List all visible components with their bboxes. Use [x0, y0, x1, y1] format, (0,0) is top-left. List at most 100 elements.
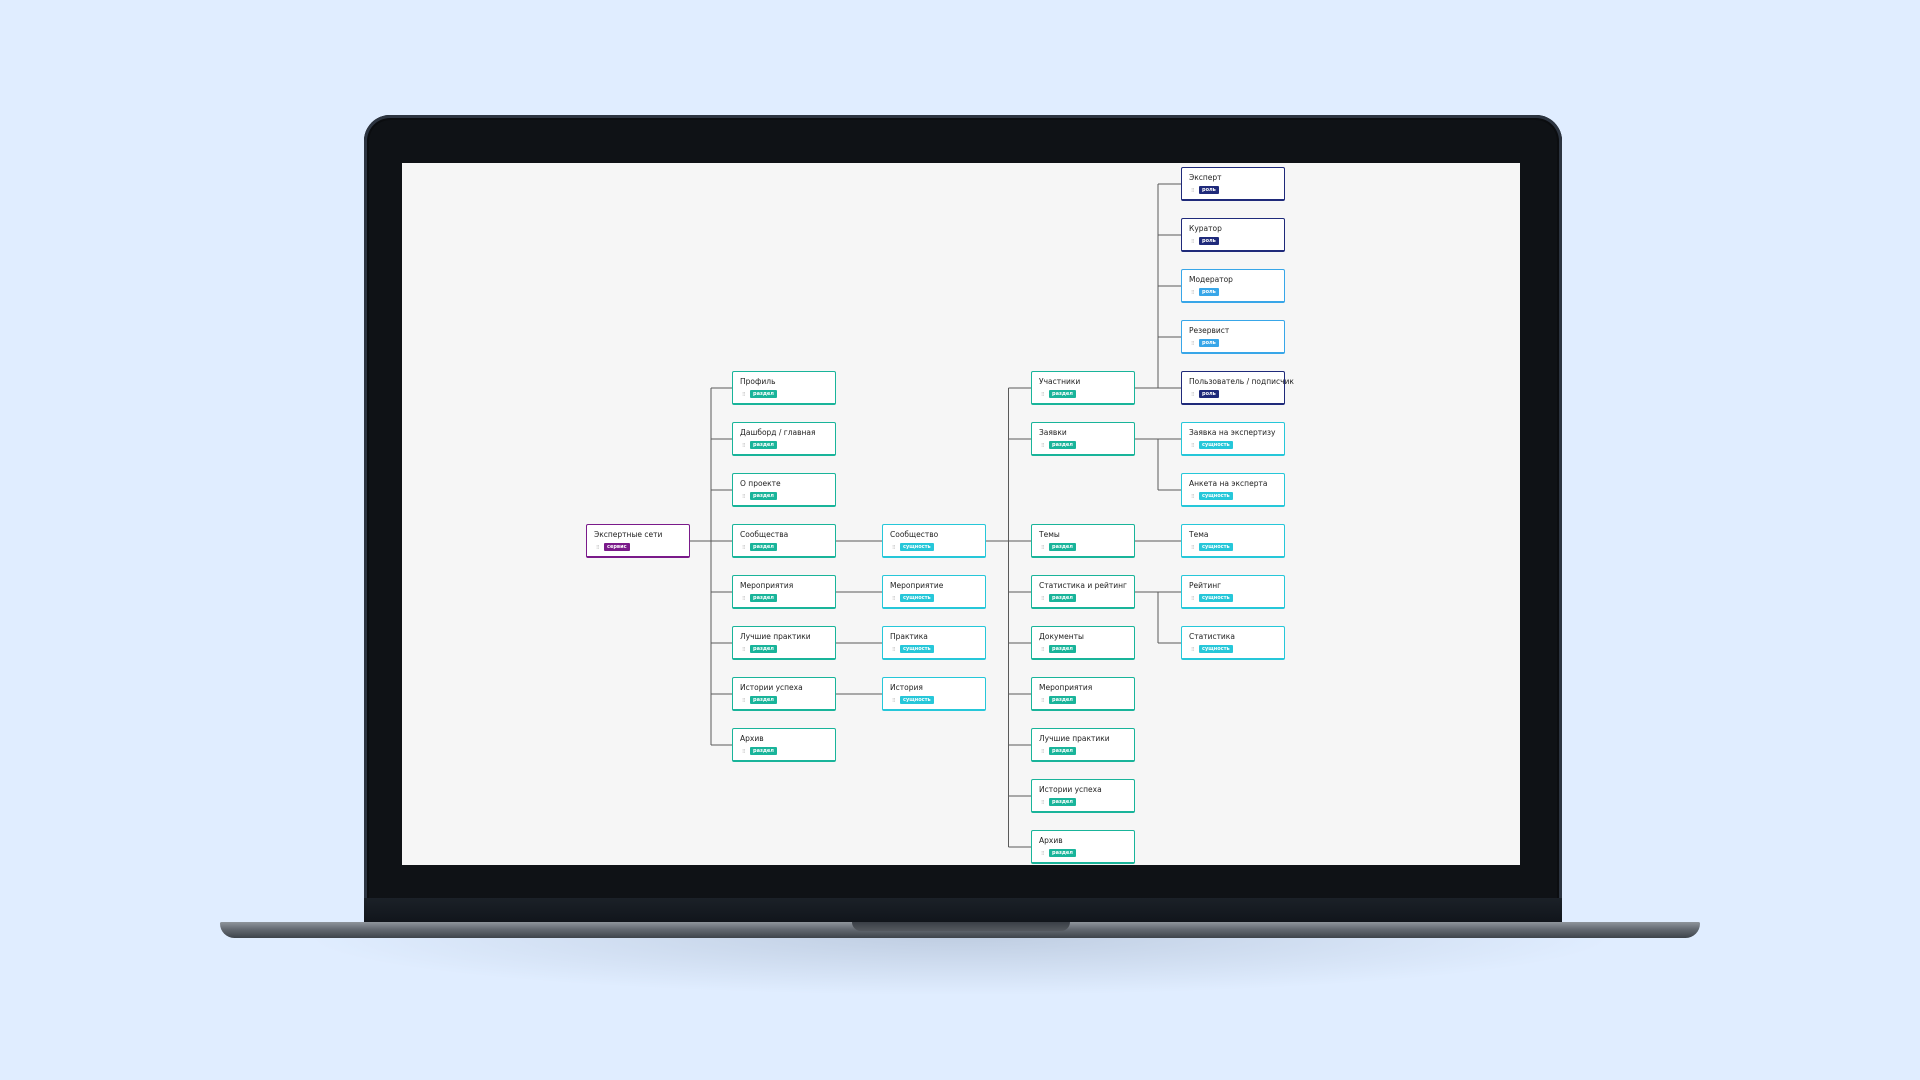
drag-handle-icon[interactable]: ⠿ [1041, 596, 1045, 602]
node-documents[interactable]: Документы⠿раздел [1031, 626, 1135, 660]
node-title: Модератор [1189, 275, 1233, 284]
laptop-shadow [300, 936, 1620, 996]
node-stories[interactable]: Истории успеха⠿раздел [732, 677, 836, 711]
node-title: Рейтинг [1189, 581, 1222, 590]
node-c_stories[interactable]: Истории успеха⠿раздел [1031, 779, 1135, 813]
node-type-badge: роль [1199, 186, 1219, 194]
drag-handle-icon[interactable]: ⠿ [1191, 494, 1195, 500]
node-statistics[interactable]: Статистика ⠿ сущность [1181, 626, 1285, 660]
node-title: Тема [1189, 530, 1209, 539]
node-events[interactable]: Мероприятия ⠿ раздел [732, 575, 836, 609]
node-topics[interactable]: Темы⠿раздел [1031, 524, 1135, 558]
node-community[interactable]: Сообщество⠿сущность [882, 524, 986, 558]
node-type-badge: сущность [900, 543, 934, 551]
node-practice[interactable]: Практика⠿сущность [882, 626, 986, 660]
drag-handle-icon[interactable]: ⠿ [892, 647, 896, 653]
node-title: Статистика и рейтинг [1039, 581, 1127, 590]
node-type-badge: раздел [750, 594, 777, 602]
drag-handle-icon[interactable]: ⠿ [1041, 800, 1045, 806]
drag-handle-icon[interactable]: ⠿ [742, 494, 746, 500]
drag-handle-icon[interactable]: ⠿ [1041, 392, 1045, 398]
drag-handle-icon[interactable]: ⠿ [742, 698, 746, 704]
node-title: Мероприятия [740, 581, 794, 590]
node-type-badge: раздел [1049, 849, 1076, 857]
node-users[interactable]: Пользователь / подписчик⠿роль [1181, 371, 1294, 405]
drag-handle-icon[interactable]: ⠿ [892, 596, 896, 602]
drag-handle-icon[interactable]: ⠿ [1191, 443, 1195, 449]
drag-handle-icon[interactable]: ⠿ [1191, 392, 1195, 398]
drag-handle-icon[interactable]: ⠿ [1191, 290, 1195, 296]
node-type-badge: раздел [1049, 696, 1076, 704]
node-type-badge: раздел [1049, 645, 1076, 653]
node-type-badge: раздел [1049, 543, 1076, 551]
node-type-badge: раздел [1049, 441, 1076, 449]
node-type-badge: сущность [900, 594, 934, 602]
laptop-notch [852, 922, 1070, 931]
node-title: Заявки [1039, 428, 1067, 437]
node-profile[interactable]: Профиль⠿раздел [732, 371, 836, 405]
node-type-badge: роль [1199, 390, 1219, 398]
drag-handle-icon[interactable]: ⠿ [1041, 647, 1045, 653]
node-type-badge: раздел [750, 747, 777, 755]
node-title: Практика [890, 632, 928, 641]
node-type-badge: раздел [1049, 747, 1076, 755]
node-about[interactable]: О проекте⠿раздел [732, 473, 836, 507]
node-event[interactable]: Мероприятие ⠿ сущность [882, 575, 986, 609]
node-title: Мероприятие [890, 581, 944, 590]
drag-handle-icon[interactable]: ⠿ [742, 647, 746, 653]
drag-handle-icon[interactable]: ⠿ [742, 443, 746, 449]
drag-handle-icon[interactable]: ⠿ [742, 392, 746, 398]
drag-handle-icon[interactable]: ⠿ [1191, 647, 1195, 653]
drag-handle-icon[interactable]: ⠿ [1041, 698, 1045, 704]
drag-handle-icon[interactable]: ⠿ [1041, 545, 1045, 551]
node-type-badge: раздел [1049, 390, 1076, 398]
node-story[interactable]: История⠿сущность [882, 677, 986, 711]
drag-handle-icon[interactable]: ⠿ [1191, 341, 1195, 347]
node-expertise_request[interactable]: Заявка на экспертизу⠿сущность [1181, 422, 1285, 456]
drag-handle-icon[interactable]: ⠿ [742, 596, 746, 602]
node-stats_rating[interactable]: Статистика и рейтинг ⠿ раздел [1031, 575, 1135, 609]
node-c_practices[interactable]: Лучшие практики⠿раздел [1031, 728, 1135, 762]
node-archive[interactable]: Архив⠿раздел [732, 728, 836, 762]
node-title: Куратор [1189, 224, 1222, 233]
node-c_events[interactable]: Мероприятия ⠿ раздел [1031, 677, 1135, 711]
drag-handle-icon[interactable]: ⠿ [1191, 596, 1195, 602]
drag-handle-icon[interactable]: ⠿ [1041, 851, 1045, 857]
node-root[interactable]: Экспертные сети⠿сервис [586, 524, 690, 558]
node-type-badge: раздел [1049, 798, 1076, 806]
node-participants[interactable]: Участники ⠿ раздел [1031, 371, 1135, 405]
node-title: Статистика [1189, 632, 1235, 641]
node-requests[interactable]: Заявки ⠿ раздел [1031, 422, 1135, 456]
node-communities[interactable]: Сообщества⠿раздел [732, 524, 836, 558]
node-type-badge: сущность [1199, 645, 1233, 653]
drag-handle-icon[interactable]: ⠿ [892, 698, 896, 704]
node-expert[interactable]: Эксперт⠿роль [1181, 167, 1285, 201]
drag-handle-icon[interactable]: ⠿ [596, 545, 600, 551]
node-title: Дашборд / главная [740, 428, 816, 437]
drag-handle-icon[interactable]: ⠿ [1191, 188, 1195, 194]
drag-handle-icon[interactable]: ⠿ [1041, 749, 1045, 755]
node-curator[interactable]: Куратор⠿роль [1181, 218, 1285, 252]
node-title: Архив [1039, 836, 1063, 845]
node-practices[interactable]: Лучшие практики⠿раздел [732, 626, 836, 660]
drag-handle-icon[interactable]: ⠿ [742, 545, 746, 551]
node-c_archive[interactable]: Архив ⠿ раздел [1031, 830, 1135, 864]
drag-handle-icon[interactable]: ⠿ [1191, 545, 1195, 551]
node-title: Мероприятия [1039, 683, 1093, 692]
node-title: Участники [1039, 377, 1081, 386]
node-moderator[interactable]: Модератор⠿роль [1181, 269, 1285, 303]
node-dashboard[interactable]: Дашборд / главная⠿раздел [732, 422, 836, 456]
node-title: Профиль [740, 377, 776, 386]
drag-handle-icon[interactable]: ⠿ [1191, 239, 1195, 245]
node-topic[interactable]: Тема⠿сущность [1181, 524, 1285, 558]
drag-handle-icon[interactable]: ⠿ [892, 545, 896, 551]
node-rating[interactable]: Рейтинг⠿сущность [1181, 575, 1285, 609]
node-title: Экспертные сети [594, 530, 663, 539]
laptop-bezel [364, 898, 1562, 924]
drag-handle-icon[interactable]: ⠿ [742, 749, 746, 755]
node-type-badge: раздел [1049, 594, 1076, 602]
drag-handle-icon[interactable]: ⠿ [1041, 443, 1045, 449]
node-reservist[interactable]: Резервист⠿роль [1181, 320, 1285, 354]
node-expert_form[interactable]: Анкета на эксперта⠿сущность [1181, 473, 1285, 507]
